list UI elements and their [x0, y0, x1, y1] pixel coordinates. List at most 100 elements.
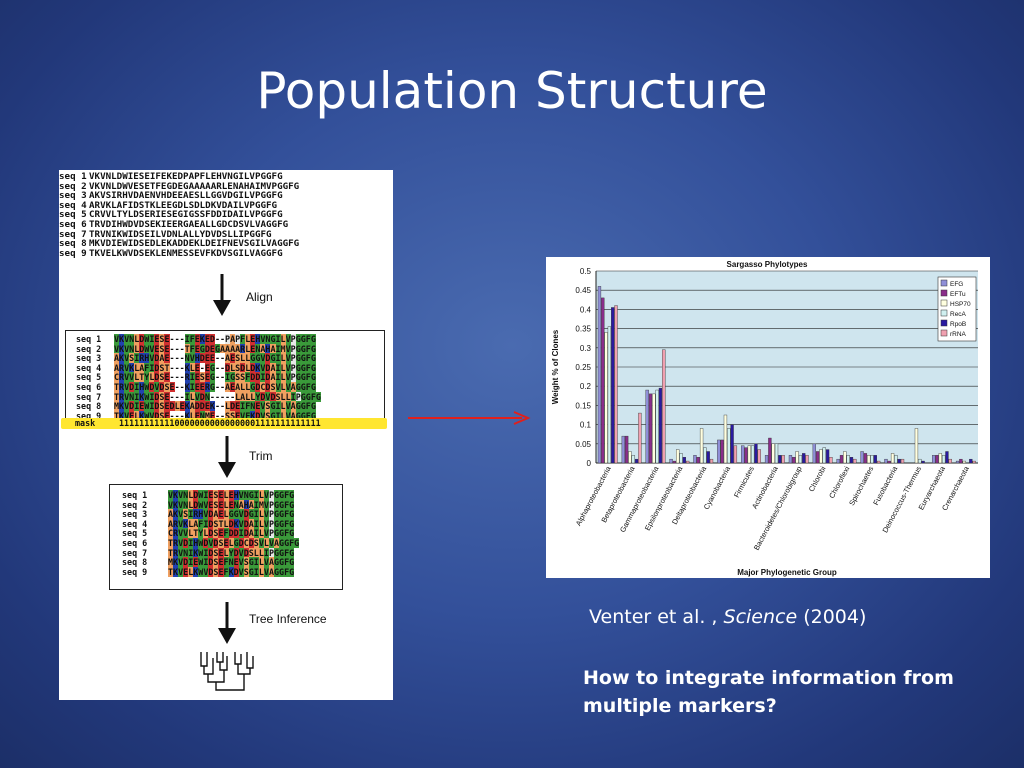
sequence-residues: CRVVLTYLDSE---RIESEG--IGSSFDDIDAILVPGGFG: [114, 372, 316, 383]
bar: [815, 451, 820, 464]
y-axis-label: Weight % of Clones: [551, 329, 560, 404]
bar: [938, 453, 942, 464]
legend-swatch: [940, 289, 948, 297]
tree-arrow-icon: [218, 602, 236, 644]
bar: [679, 453, 683, 464]
bar: [744, 447, 748, 464]
bar: [839, 455, 844, 464]
sequence-residues: TKVELKWVDSEKLENMESSEVFKDVSGILVAGGFG: [89, 247, 283, 259]
x-tick-label: Firmicutes: [732, 464, 756, 499]
bar: [730, 424, 734, 464]
sequence-label: seq 5: [76, 372, 102, 383]
citation-year: (2004): [797, 606, 867, 628]
x-tick-label: Bacteroidetes/Chlorobigroup: [752, 465, 804, 552]
bar: [918, 458, 922, 464]
bar: [754, 443, 758, 464]
bar: [805, 455, 809, 464]
y-tick-label: 0.2: [580, 382, 592, 391]
bar: [884, 458, 888, 464]
bar: [631, 455, 635, 464]
bar: [614, 305, 618, 464]
legend-swatch: [940, 319, 948, 327]
sequence-label: seq 6: [76, 381, 102, 392]
sequence-residues: MKVDIEWIDSEDLEKADDEKLDEIFNEVSGILVAGGFG: [89, 238, 300, 250]
bar: [945, 451, 949, 464]
sequence-label: seq 5: [122, 528, 148, 539]
mask-label: mask: [75, 418, 96, 428]
legend-label: RecA: [950, 311, 967, 318]
bar: [703, 447, 707, 464]
bar: [676, 449, 680, 464]
bar: [812, 443, 816, 464]
bar: [597, 286, 602, 464]
bar: [638, 412, 642, 464]
bar: [601, 297, 605, 464]
sequence-label: seq 6: [59, 218, 87, 230]
bar: [685, 460, 690, 464]
bar: [621, 435, 625, 464]
bar: [822, 447, 826, 464]
bar: [876, 460, 881, 464]
bar: [604, 332, 608, 464]
x-tick-label: Chloroflexi: [827, 464, 852, 499]
bar: [648, 393, 653, 464]
bar: [870, 455, 874, 464]
x-axis-label: Major Phylogenetic Group: [737, 568, 837, 577]
y-tick-label: 0.05: [575, 440, 591, 449]
sequence-row: seq 5 CRVVLTYLDSE---RIESEG--IGSSFDDIDAILV…: [76, 372, 321, 383]
sequence-residues: TRVNIKWIDSELYDVDSLLIPGGFG: [168, 547, 295, 558]
bar: [768, 437, 772, 464]
sequence-label: seq 3: [122, 509, 148, 520]
sequence-residues: VKVNLDWIESELEHVNGILVPGGFG: [168, 490, 295, 500]
bar: [733, 445, 738, 464]
sequence-residues: ARVKLAFIDSTKLEEGDLSDLDKVDAILVPGGFG: [89, 199, 278, 211]
bar: [774, 443, 779, 464]
sequence-label: seq 1: [59, 171, 87, 182]
sequence-label: seq 6: [122, 537, 148, 548]
y-tick-label: 0.3: [580, 344, 592, 353]
chart-svg: 00.050.10.150.20.250.30.350.40.450.5Sarg…: [551, 260, 978, 577]
sequence-residues: AKVSIRHVDAENVHDEEAESLLGGVDGILVPGGFG: [89, 190, 283, 202]
bar: [795, 451, 799, 464]
y-tick-label: 0.15: [575, 401, 591, 410]
bar: [948, 458, 952, 464]
bar: [873, 455, 877, 464]
sequence-label: seq 3: [76, 353, 102, 364]
sequence-label: seq 9: [122, 566, 148, 577]
bar: [849, 457, 854, 464]
legend-label: rRNA: [950, 331, 967, 338]
chart-title: Sargasso Phylotypes: [727, 260, 808, 269]
bar: [935, 455, 939, 464]
sequence-residues: TRVNIKWIDSEILVDNLALLYDVDSLLIPGGFG: [89, 228, 272, 240]
bar: [962, 460, 966, 464]
align-arrow-icon: [213, 274, 231, 316]
bar: [706, 451, 710, 464]
trim-arrow-icon: [218, 436, 236, 478]
sequence-label: seq 1: [122, 490, 148, 500]
sequence-residues: VKVNLDWVESE---TFEGDEGAAAARLENAHAIMVPGGFG: [114, 343, 316, 354]
bar: [634, 458, 639, 464]
y-tick-label: 0: [587, 459, 592, 468]
bar: [836, 458, 840, 464]
sequence-residues: TKVELKWVDSE---KLENME--SSEVFKDVSGILVAGGFG: [114, 410, 316, 421]
bar: [860, 451, 864, 464]
bar: [853, 458, 857, 464]
bar: [645, 389, 649, 464]
y-tick-label: 0.35: [575, 325, 591, 334]
sequence-residues: MKVDIEWIDSEFNEVSGILVAGGFG: [168, 557, 295, 568]
bar: [829, 457, 833, 464]
